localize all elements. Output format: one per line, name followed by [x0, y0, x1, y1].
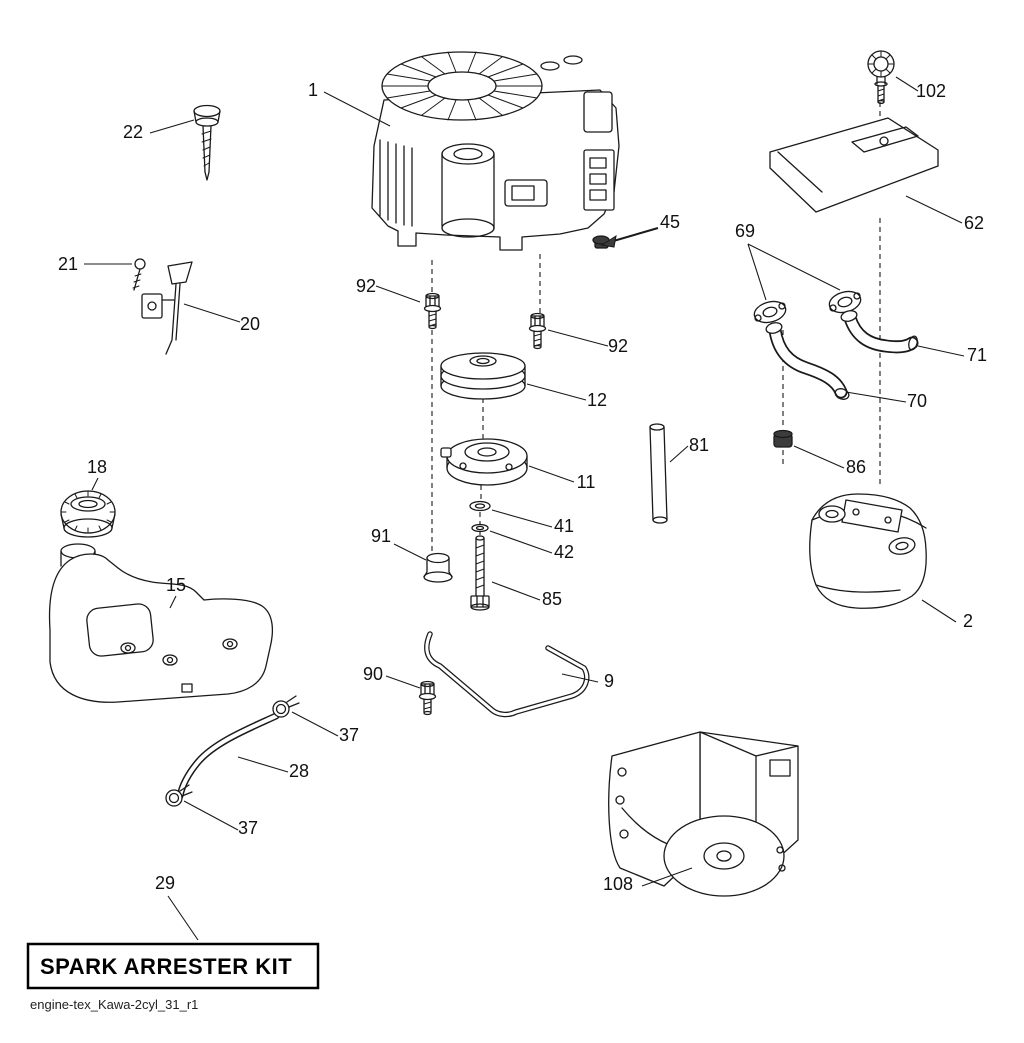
part-knob-bolt-102 — [867, 50, 895, 105]
callout-29: 29 — [155, 873, 175, 893]
part-support-rod-9 — [424, 631, 590, 718]
part-fuel-cap-18 — [60, 490, 116, 538]
callout-21: 21 — [58, 254, 78, 274]
callout-41: 41 — [554, 516, 574, 536]
part-washer-41 — [469, 500, 491, 512]
callout-12: 12 — [587, 390, 607, 410]
part-exhaust-pipe-70 — [765, 322, 850, 400]
part-gasket-69-left — [753, 300, 787, 324]
part-exhaust-pipe-71 — [840, 310, 919, 354]
assembly-dashed-lines — [431, 102, 881, 552]
callout-85: 85 — [542, 589, 562, 609]
part-clamp-37-lower — [165, 784, 193, 807]
drawing-reference: engine-tex_Kawa-2cyl_31_r1 — [30, 997, 198, 1012]
callout-71: 71 — [967, 345, 987, 365]
callout-108: 108 — [603, 874, 633, 894]
callout-20: 20 — [240, 314, 260, 334]
part-bolt-90 — [418, 680, 437, 716]
part-bolt-92-right — [528, 312, 547, 350]
part-control-bracket-20 — [141, 261, 193, 355]
callout-18: 18 — [87, 457, 107, 477]
callout-70: 70 — [907, 391, 927, 411]
part-fuel-tank-15 — [48, 543, 274, 703]
part-cap-screw-22 — [193, 104, 221, 181]
callout-1: 1 — [308, 80, 318, 100]
part-tube-81 — [649, 423, 668, 524]
callout-62: 62 — [964, 213, 984, 233]
part-bolt-92-left — [423, 292, 442, 330]
callout-2: 2 — [963, 611, 973, 631]
callout-labels: 1 22 21 20 92 45 92 12 11 41 42 85 91 10… — [58, 80, 987, 894]
part-fuel-line-28 — [176, 712, 280, 800]
callout-92-a: 92 — [356, 276, 376, 296]
callout-92-b: 92 — [608, 336, 628, 356]
part-guard-tray-108 — [608, 731, 799, 897]
arrow-45 — [600, 227, 659, 248]
callout-102: 102 — [916, 81, 946, 101]
callout-91: 91 — [371, 526, 391, 546]
callout-45: 45 — [660, 212, 680, 232]
part-pulley-12 — [440, 352, 526, 400]
part-muffler-2 — [809, 493, 927, 609]
part-washer-42 — [471, 523, 489, 533]
part-nut-86 — [773, 429, 793, 448]
callout-86: 86 — [846, 457, 866, 477]
callout-37-a: 37 — [339, 725, 359, 745]
callout-69: 69 — [735, 221, 755, 241]
kit-box: SPARK ARRESTER KIT — [26, 942, 320, 990]
part-clamp-37-upper — [272, 695, 300, 718]
leader-lines — [84, 76, 965, 941]
part-engine-assembly — [371, 51, 620, 251]
callout-22: 22 — [123, 122, 143, 142]
callout-81: 81 — [689, 435, 709, 455]
part-heat-shield-62 — [769, 117, 939, 213]
part-spacer-91 — [423, 552, 453, 583]
part-screw-21 — [132, 258, 146, 291]
part-clutch-11 — [440, 438, 528, 486]
callout-28: 28 — [289, 761, 309, 781]
callout-42: 42 — [554, 542, 574, 562]
part-bolt-85 — [470, 535, 490, 611]
callout-90: 90 — [363, 664, 383, 684]
callout-37-b: 37 — [238, 818, 258, 838]
kit-box-label: SPARK ARRESTER KIT — [40, 954, 292, 979]
callout-9: 9 — [604, 671, 614, 691]
callout-15: 15 — [166, 575, 186, 595]
callout-11: 11 — [577, 472, 596, 492]
